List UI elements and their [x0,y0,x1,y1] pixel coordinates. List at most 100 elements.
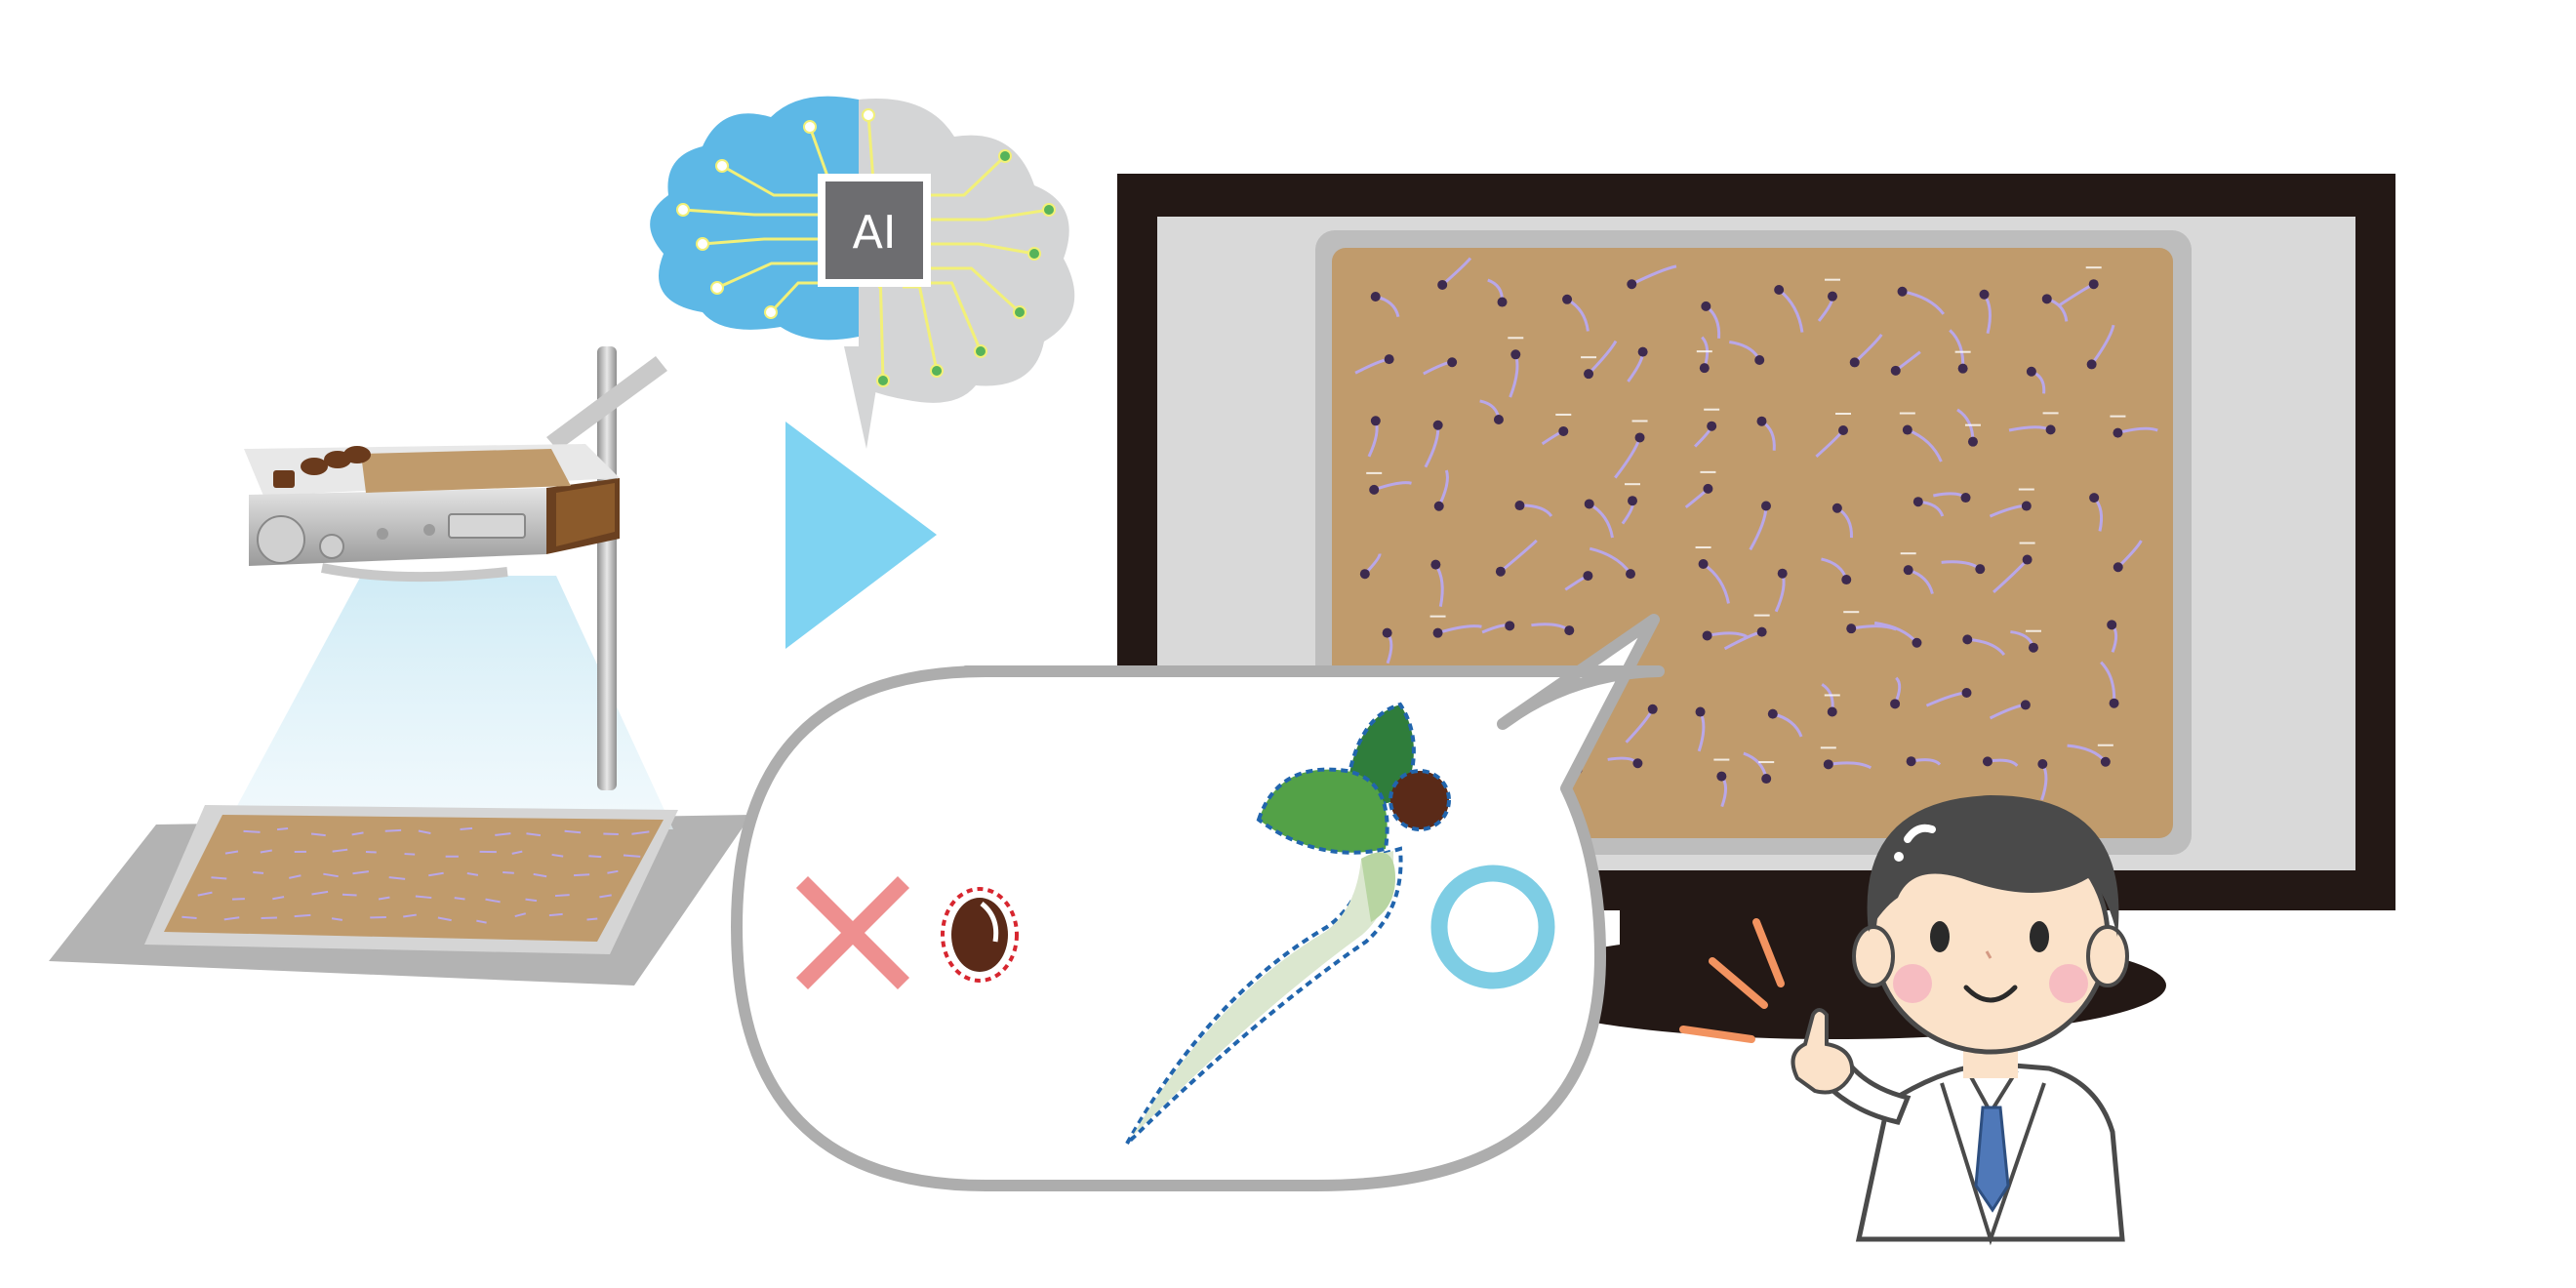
seedling-detection [1820,746,1872,770]
seedling-detection [1514,501,1553,517]
seedling-detection [1382,627,1393,664]
base-seedling [331,917,342,921]
seedling-detection [1424,420,1443,468]
seedling-detection [2100,661,2119,708]
seedling-detection [1956,408,1981,447]
seedling-detection [1849,333,1883,368]
base-seedling [514,912,526,918]
base-seedling [243,829,261,833]
base-seedling [276,827,289,831]
seedling-detection [1684,470,1716,509]
seedling-detection [1912,497,1945,517]
seedling-detection [1366,471,1412,495]
base-seedling [253,871,264,874]
seedling-detection [1982,756,2019,767]
base-seedling [588,855,602,859]
seedling-detection [1713,758,1730,808]
right-eye [2030,921,2049,952]
seedling-detection [2010,629,2041,653]
seedling-detection [1607,756,1643,769]
seedling-detection [1487,278,1508,307]
seedling-detection [1989,488,2034,518]
base-seedling [289,874,302,879]
base-seedling [384,828,402,832]
left-eye [1930,921,1950,952]
base-seedling [460,826,473,831]
stand-pole [597,346,617,790]
arrow-icon [785,422,937,649]
base-seedling [351,831,364,836]
base-seedling [352,870,369,875]
seedling-detection [1774,568,1788,613]
seedling-detection [1890,676,1902,709]
base-seedling [526,832,542,837]
seedling-detection [1625,704,1658,744]
seedling-detection [1821,557,1852,585]
base-seedling [224,850,239,855]
base-seedling [365,850,377,854]
seedling-detection [2037,758,2048,801]
seedling-detection [1359,553,1382,580]
circuit-trace [716,262,825,290]
seedling-detection [1354,354,1394,375]
seedling-detection [1899,412,1943,463]
seedling-detection [2041,294,2069,322]
base-seedling [437,916,452,922]
circuit-trace [769,281,825,314]
seedling-detection [2110,415,2158,438]
seedling-detection [1817,278,1840,322]
seedling-detection [1508,337,1524,398]
seedling-detection [1437,257,1472,290]
cross-icon [795,875,910,990]
base-seedling [599,894,612,899]
base-seedling [485,898,501,904]
seedling-detection [1949,329,1971,374]
light-beam [224,576,673,829]
base-seedling [548,912,563,917]
base-seedling [332,848,348,853]
base-seedling [404,853,416,856]
seedling-detection [1581,340,1618,380]
ai-chip-icon: AI [818,174,931,287]
base-seedling [418,829,431,835]
seedling-detection [1694,408,1720,448]
scanner-buttons [273,446,371,488]
base-seedling [181,915,197,920]
base-seedling [564,829,582,834]
base-seedling [378,896,390,901]
base-seedling [454,897,465,901]
seedling-detection [1695,706,1706,752]
base-seedling [603,832,619,836]
seedling-detection [1925,688,1972,707]
tie [1974,1106,2010,1213]
base-seedling [231,898,245,901]
base-seedling [631,830,650,835]
base-seedling [533,872,547,878]
base-seedling [388,876,406,880]
brain-tail [844,346,883,449]
circuit-trace [923,208,1050,221]
seedling-detection [1962,634,2006,657]
base-seedling [311,890,329,896]
base-seedling [476,919,487,924]
circuit-trace [923,154,1007,197]
seedling-detection [2008,412,2059,435]
base-seedling [511,850,523,855]
seedling-detection [1627,346,1648,382]
base-seedling [415,895,432,900]
seedling-detection [1429,615,1482,638]
stand-arm [546,356,667,451]
base-seedling [495,832,511,836]
seedling-detection [1906,756,1942,767]
seedling-detection [2086,324,2115,370]
seedling-detection [1562,294,1590,332]
smile [1963,985,2018,1003]
base-seedling [211,876,227,880]
scanner-device [244,444,620,583]
seedling-detection [1584,499,1614,539]
seedling-detection [1723,614,1770,651]
base-seedling [623,854,641,858]
circuit-trace [682,208,825,217]
seedling-detection [1627,264,1677,290]
base-seedling [323,872,339,878]
